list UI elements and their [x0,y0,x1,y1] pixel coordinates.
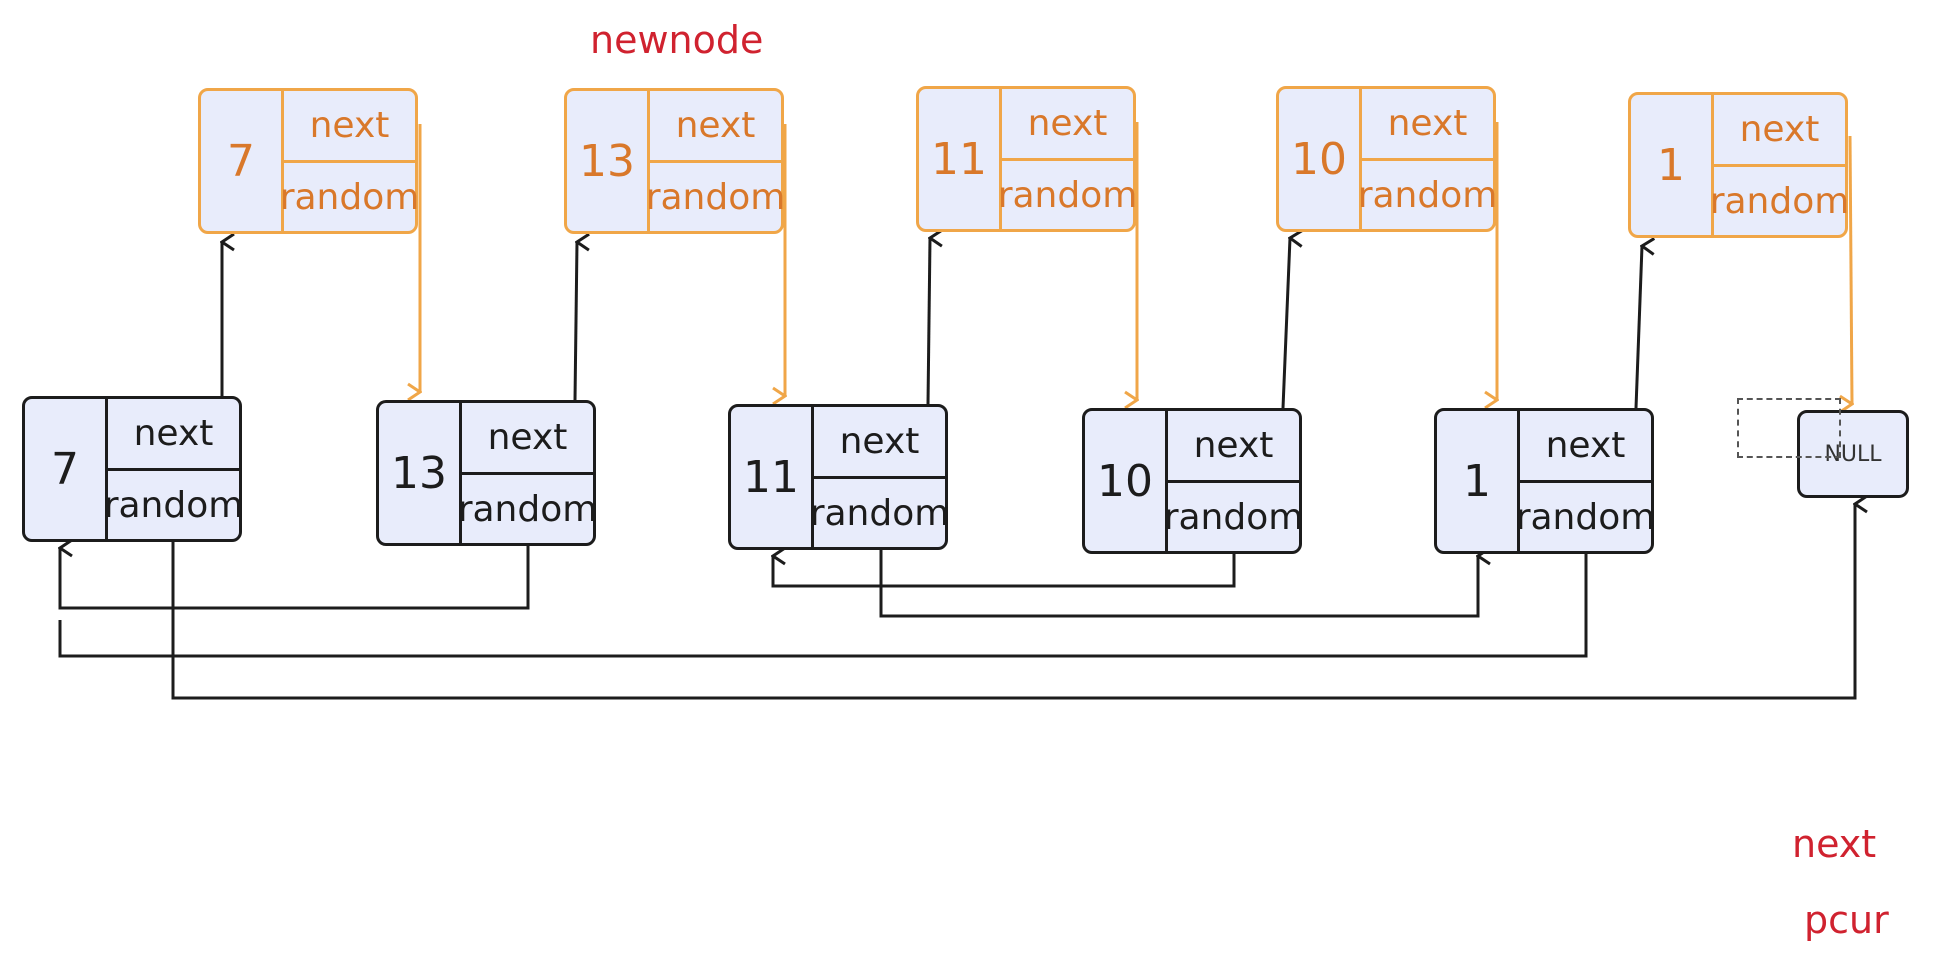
original-node-4: 10 next random [1082,408,1304,554]
random-11-to-1 [879,536,1478,618]
copy-node-value: 10 [1279,89,1362,229]
original-node-value: 7 [25,399,108,539]
original-node-next-field: next [462,403,593,475]
original-node-random-field: random [457,488,598,530]
copy-node-2: 13 next random [564,88,786,234]
random-7-to-null [171,504,1855,700]
random-1-to-7 [58,540,1588,658]
original-node-next-field: next [814,407,945,479]
copy-node-next-field: next [1002,89,1133,161]
copy-node-next-field: next [284,91,415,163]
original-node-random-field: random [103,484,244,526]
random-13-to-7 [60,536,530,610]
pcur-pointer-label: pcur [1804,898,1889,942]
original-node-value: 11 [731,407,814,547]
copy-node-value: 7 [201,91,284,231]
original-node-value: 1 [1437,411,1520,551]
orig-next-to-copy-arrow-4 [1281,238,1290,409]
original-node-value: 10 [1085,411,1168,551]
original-node-random-field: random [1515,496,1656,538]
original-node-random-field: random [1163,496,1304,538]
copy-node-random-field: random [645,176,786,218]
newnode-label: newnode [590,18,764,62]
copy-node-random-field: random [997,174,1138,216]
copy-node-3: 11 next random [916,86,1138,232]
orig-next-to-copy-arrow-3 [926,238,930,405]
next-pointer-label: next [1792,822,1877,866]
copy-node-next-field: next [1714,95,1845,167]
copy-node-random-field: random [1709,180,1850,222]
original-node-3: 11 next random [728,404,950,550]
original-node-next-field: next [108,399,239,471]
copy-node-next-field: next [650,91,781,163]
original-node-random-field: random [809,492,950,534]
copy-node-value: 11 [919,89,1002,229]
copy-node-next-field: next [1362,89,1493,161]
orig-next-to-copy-arrow-2 [573,242,577,401]
copy-node-5: 1 next random [1628,92,1850,238]
copy-node-value: 13 [567,91,650,231]
original-node-next-field: next [1168,411,1299,483]
selection-dashed-box [1737,398,1841,458]
copy-node-random-field: random [279,176,420,218]
orig-next-to-copy-arrow-5 [1634,246,1642,409]
original-node-5: 1 next random [1434,408,1656,554]
copy-node-random-field: random [1357,174,1498,216]
copy-next-arrow-5 [1850,135,1852,404]
original-node-next-field: next [1520,411,1651,483]
copy-node-value: 1 [1631,95,1714,235]
copy-node-4: 10 next random [1276,86,1498,232]
null-node: NULL [1797,410,1909,498]
original-node-1: 7 next random [22,396,244,542]
copy-node-1: 7 next random [198,88,420,234]
original-node-2: 13 next random [376,400,598,546]
random-10-to-11 [773,540,1236,588]
original-node-value: 13 [379,403,462,543]
